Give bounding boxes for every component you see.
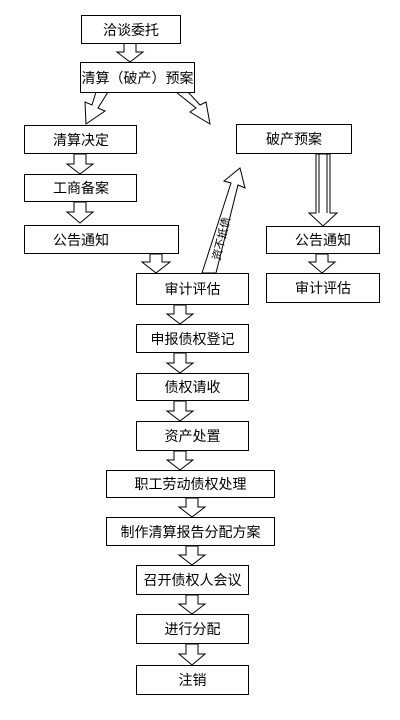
- box-creditors-meeting: 召开债权人会议: [136, 565, 249, 595]
- label-asset-disposal: 资产处置: [164, 429, 221, 445]
- label-claim-collection: 债权请收: [164, 380, 221, 396]
- box-asset-disposal: 资产处置: [136, 421, 249, 451]
- arrow-plan-to-meeting: [177, 545, 207, 566]
- arrow-decision-to-record: [65, 153, 95, 175]
- label-business-record: 工商备案: [53, 181, 109, 197]
- box-liquidation-plan: 清算（破产）预案: [80, 62, 195, 93]
- arrow-collection-to-disposal: [165, 400, 195, 422]
- arrow-disposal-to-labor: [165, 450, 195, 471]
- box-bankruptcy-plan: 破产预案: [236, 124, 352, 154]
- arrow-plan-to-bankruptcy: [174, 91, 211, 125]
- box-business-record: 工商备案: [24, 174, 137, 202]
- label-liquidation-plan: 清算（破产）预案: [81, 70, 194, 87]
- box-claim-registration: 申报债权登记: [136, 324, 249, 353]
- arrow-labor-to-distribution-plan: [177, 497, 207, 518]
- arrow-distribution-to-deregistration: [177, 643, 207, 666]
- label-audit-right: 审计评估: [295, 281, 351, 297]
- label-distribution: 进行分配: [164, 622, 221, 638]
- arrow-record-to-announcement: [65, 201, 95, 224]
- label-deregistration: 注销: [178, 673, 207, 689]
- arrow-audit-to-registration: [165, 304, 195, 325]
- label-liquidation-decision: 清算决定: [53, 132, 109, 149]
- box-audit-right: 审计评估: [266, 273, 380, 303]
- label-distribution-plan: 制作清算报告分配方案: [120, 524, 261, 541]
- box-claim-collection: 债权请收: [136, 373, 249, 401]
- label-claim-registration: 申报债权登记: [150, 331, 235, 348]
- arrow-meeting-to-distribution: [177, 594, 207, 615]
- arrow-negotiation-to-plan: [115, 42, 145, 63]
- label-labor-claims: 职工劳动债权处理: [134, 477, 247, 493]
- box-labor-claims: 职工劳动债权处理: [106, 470, 275, 498]
- arrow-plan-to-decision: [84, 91, 109, 125]
- label-bankruptcy-plan: 破产预案: [266, 132, 322, 148]
- arrow-registration-to-collection: [165, 352, 195, 374]
- box-distribution: 进行分配: [136, 614, 249, 644]
- box-announcement-right: 公告通知: [266, 226, 380, 254]
- label-announcement-left: 公告通知: [53, 232, 109, 249]
- arrow-announcement-to-audit-right: [307, 253, 337, 274]
- arrow-bankruptcy-to-announcement: [307, 153, 339, 227]
- arrow-announcement-to-audit: [140, 253, 172, 274]
- box-liquidation-decision: 清算决定: [24, 125, 137, 154]
- box-audit-main: 审计评估: [136, 273, 249, 305]
- label-audit-main: 审计评估: [164, 282, 221, 298]
- label-announcement-right: 公告通知: [295, 233, 351, 249]
- arrow-audit-to-bankruptcy: [201, 167, 246, 274]
- box-announcement-left: 公告通知: [24, 225, 179, 254]
- label-negotiation: 洽谈委托: [103, 22, 159, 39]
- label-creditors-meeting: 召开债权人会议: [143, 573, 242, 589]
- box-deregistration: 注销: [136, 665, 249, 695]
- box-distribution-plan: 制作清算报告分配方案: [106, 517, 275, 546]
- box-negotiation: 洽谈委托: [81, 15, 181, 44]
